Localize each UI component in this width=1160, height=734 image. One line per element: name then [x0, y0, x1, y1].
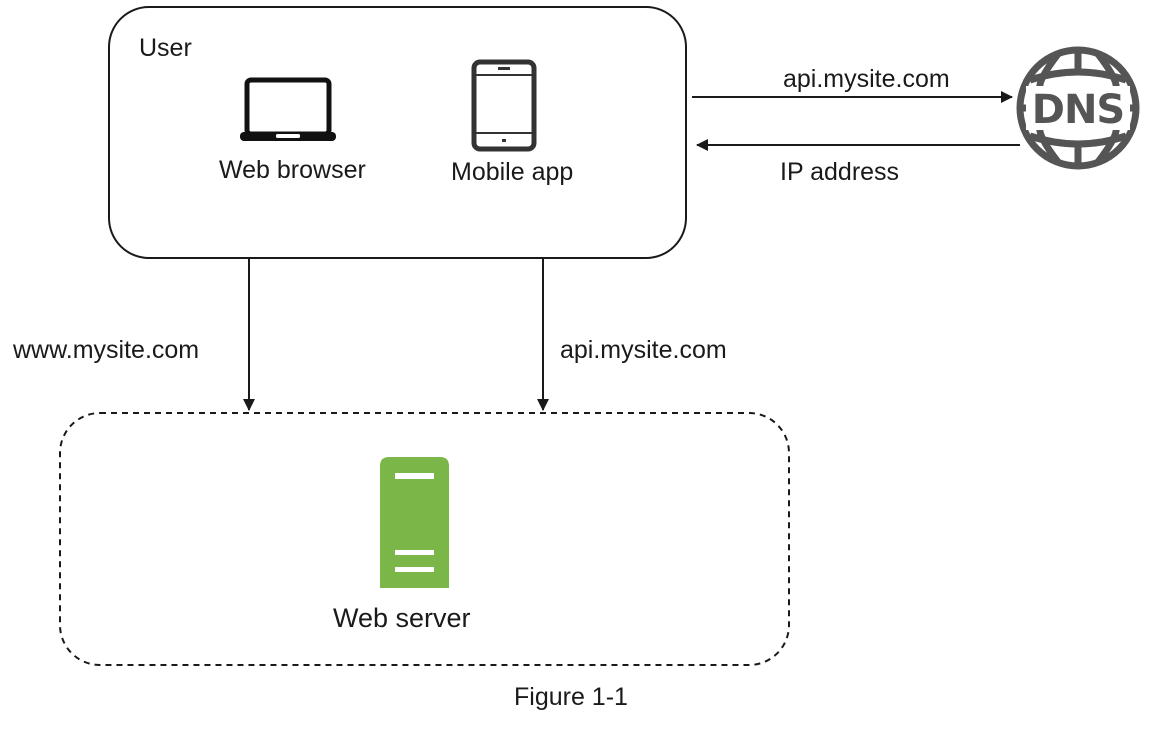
dns-request-label: api.mysite.com	[783, 65, 950, 93]
figure-caption: Figure 1-1	[514, 683, 628, 711]
server-icon	[380, 457, 449, 588]
web-server-label: Web server	[333, 603, 471, 633]
smartphone-icon	[471, 59, 537, 152]
dns-icon-text: DNS	[1032, 87, 1125, 133]
web-request-label: www.mysite.com	[13, 336, 200, 364]
dns-response-label: IP address	[780, 158, 900, 186]
mobile-app-label: Mobile app	[451, 158, 574, 186]
user-box	[108, 6, 687, 259]
user-box-title: User	[139, 34, 192, 62]
web-browser-label: Web browser	[219, 156, 366, 184]
api-request-label: api.mysite.com	[560, 336, 727, 364]
server-box	[59, 412, 790, 666]
laptop-icon	[240, 77, 336, 141]
